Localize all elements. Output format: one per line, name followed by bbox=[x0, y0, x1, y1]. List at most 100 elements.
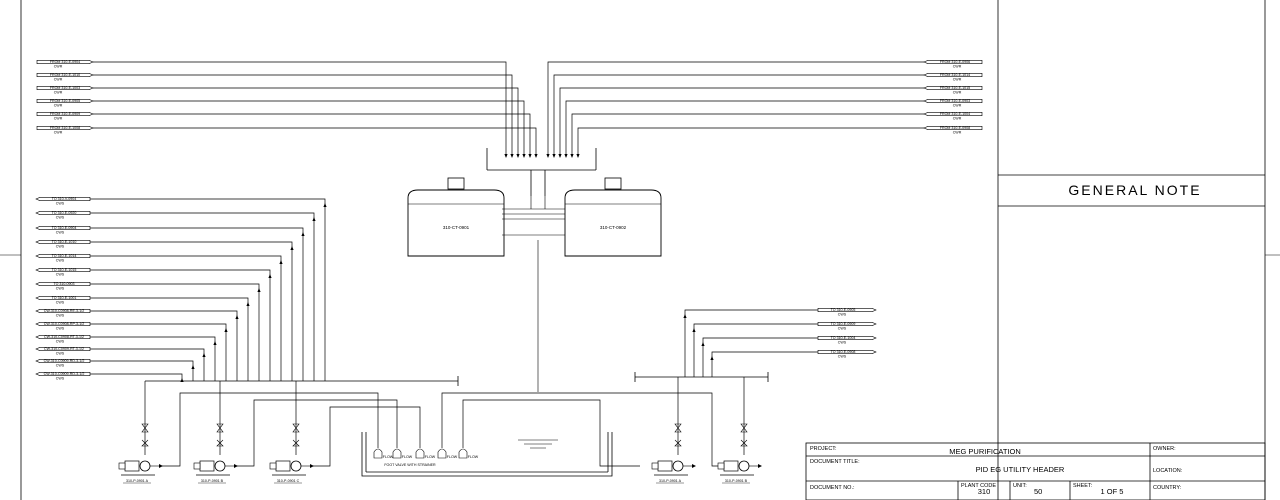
pump-check-valve bbox=[674, 439, 682, 447]
supply-outlet-left-tag: TO 310-0903 bbox=[53, 282, 74, 286]
supply-outlet-left-service: CWS bbox=[56, 363, 65, 367]
supply-outlet-left-service: CWS bbox=[56, 244, 65, 248]
return-inlet-right-tag: FROM 310-E-1004 bbox=[940, 112, 970, 116]
pump-suction-reducer bbox=[310, 464, 314, 468]
return-inlet-left-line bbox=[93, 87, 519, 157]
pump-check-valve bbox=[740, 439, 748, 447]
return-inlet-left-arrow bbox=[516, 154, 520, 158]
return-inlet-right-arrow bbox=[558, 154, 562, 158]
sheet-label: SHEET: bbox=[1073, 483, 1093, 489]
supply-outlet-left-arrow bbox=[246, 302, 250, 306]
supply-outlet-right-arrow bbox=[710, 356, 714, 360]
supply-outlet-left-flag bbox=[35, 321, 91, 327]
return-inlet-right-flag bbox=[923, 126, 983, 130]
pump-tag: 310-P-0901 C bbox=[277, 479, 300, 483]
supply-outlet-right-flag bbox=[817, 335, 877, 341]
supply-outlet-left-arrow bbox=[202, 353, 206, 357]
supply-outlet-left-service: CWS bbox=[56, 300, 65, 304]
supply-outlet-left-line bbox=[90, 255, 282, 381]
supply-outlet-left-line bbox=[90, 212, 315, 381]
supply-outlet-right-arrow bbox=[701, 342, 705, 346]
return-header bbox=[486, 148, 597, 196]
return-inlet-left-tag: FROM 310-E-0905 bbox=[50, 99, 80, 103]
return-inlet-left-service: CWR bbox=[54, 90, 63, 94]
tower-tag: 310-CT-0902 bbox=[600, 225, 627, 230]
supply-outlet-left-tag: CW-310-C0908-RE-3-1/2 bbox=[44, 309, 84, 313]
document-number-label: DOCUMENT NO.: bbox=[810, 485, 855, 491]
supply-outlet-right-line bbox=[684, 309, 818, 377]
foot-valve-flow-label: FLOW bbox=[447, 455, 458, 459]
pump-piping bbox=[144, 377, 745, 467]
return-inlet-right-service: CWR bbox=[953, 90, 962, 94]
supply-outlet-left-service: CWS bbox=[56, 230, 65, 234]
return-inlet-right-flag bbox=[923, 112, 983, 116]
supply-outlet-left-line bbox=[90, 323, 227, 381]
supply-outlet-left-flag bbox=[35, 240, 91, 244]
return-inlet-right-arrow bbox=[570, 154, 574, 158]
supply-outlet-left-service: CWS bbox=[56, 313, 65, 317]
return-inlet-right-tag: FROM 310-E-0903 bbox=[940, 99, 970, 103]
foot-valve-flow-label: FLOW bbox=[402, 455, 413, 459]
return-inlet-right-arrow bbox=[564, 154, 568, 158]
plant-code-value: 310 bbox=[978, 487, 991, 496]
project-name: MEG PURIFICATION bbox=[949, 447, 1021, 456]
pump-motor-end bbox=[269, 462, 277, 470]
tower-interconnect bbox=[502, 196, 565, 392]
return-inlet-left-service: CWR bbox=[54, 77, 63, 81]
return-inlet-left-tag: FROM 310-E-1010 bbox=[50, 73, 80, 77]
return-inlet-right-line bbox=[577, 127, 924, 157]
pump-isolation-valve bbox=[674, 423, 682, 433]
pump-tag: 310-P-0901 A bbox=[126, 479, 149, 483]
tower-tag: 310-CT-0901 bbox=[443, 225, 470, 230]
pump-motor bbox=[275, 460, 291, 472]
supply-outlet-right-line bbox=[702, 337, 818, 377]
pump-casing bbox=[290, 460, 302, 472]
supply-outlet-left-service: CWS bbox=[56, 339, 65, 343]
return-inlet-right-tag: FROM 310-E-1014 bbox=[940, 73, 970, 77]
supply-outlet-right-service: CWS bbox=[838, 340, 847, 344]
document-title: PID EG UTILITY HEADER bbox=[976, 465, 1065, 474]
return-inlet-right-tag: FROM 310-E-0906 bbox=[940, 60, 970, 64]
supply-outlet-left-line bbox=[90, 297, 249, 381]
country-label: COUNTRY: bbox=[1153, 485, 1182, 491]
supply-outlet-right-flag bbox=[817, 307, 877, 313]
supply-outlet-left-flag bbox=[35, 358, 91, 364]
supply-outlet-left-tag: CW-310-C0909-RD-3-1/2 bbox=[44, 372, 85, 376]
owner-label: OWNER: bbox=[1153, 446, 1176, 452]
supply-outlet-left-arrow bbox=[290, 246, 294, 250]
pump: 310-P-0901 A bbox=[118, 423, 163, 484]
pump-tag: 310-P-0901 A bbox=[659, 479, 682, 483]
pump-motor bbox=[199, 460, 215, 472]
pump-isolation-valve bbox=[216, 423, 224, 433]
return-inlet-left-arrow bbox=[504, 154, 508, 158]
supply-outlet-right-arrow bbox=[683, 314, 687, 318]
return-inlet-left-tag: FROM 310-E-0909 bbox=[50, 112, 80, 116]
supply-outlet-right-tag: TO 310-E-0908 bbox=[831, 350, 856, 354]
pump-isolation-valve bbox=[740, 423, 748, 433]
return-inlet-left-arrow bbox=[510, 154, 514, 158]
pump-suction-reducer bbox=[692, 464, 696, 468]
cooling-tower: 310-CT-0901 bbox=[407, 177, 505, 257]
supply-outlet-left-tag: TO 310-E-1001 bbox=[52, 296, 77, 300]
return-inlet-left-line bbox=[93, 61, 507, 157]
cooling-tower: 310-CT-0902 bbox=[564, 177, 662, 257]
pump-casing bbox=[139, 460, 151, 472]
return-inlet-left-line bbox=[93, 74, 513, 157]
foot-valve-flow-label: FLOW bbox=[383, 455, 394, 459]
document-title-label: DOCUMENT TITLE: bbox=[810, 459, 860, 465]
return-inlet-right-line bbox=[565, 100, 924, 157]
supply-outlet-left-line bbox=[90, 336, 216, 381]
supply-lines-right bbox=[683, 309, 818, 377]
supply-outlet-right-tag: TO 310-E-0909 bbox=[831, 322, 856, 326]
title-block bbox=[805, 442, 1266, 500]
pump-motor bbox=[723, 460, 739, 472]
supply-outlet-left-arrow bbox=[301, 232, 305, 236]
supply-lines-left bbox=[90, 198, 327, 382]
return-inlet-right-arrow bbox=[576, 154, 580, 158]
supply-outlet-right-flag bbox=[817, 349, 877, 355]
supply-outlet-left-flag bbox=[35, 334, 91, 340]
supply-outlet-left-service: CWS bbox=[56, 351, 65, 355]
